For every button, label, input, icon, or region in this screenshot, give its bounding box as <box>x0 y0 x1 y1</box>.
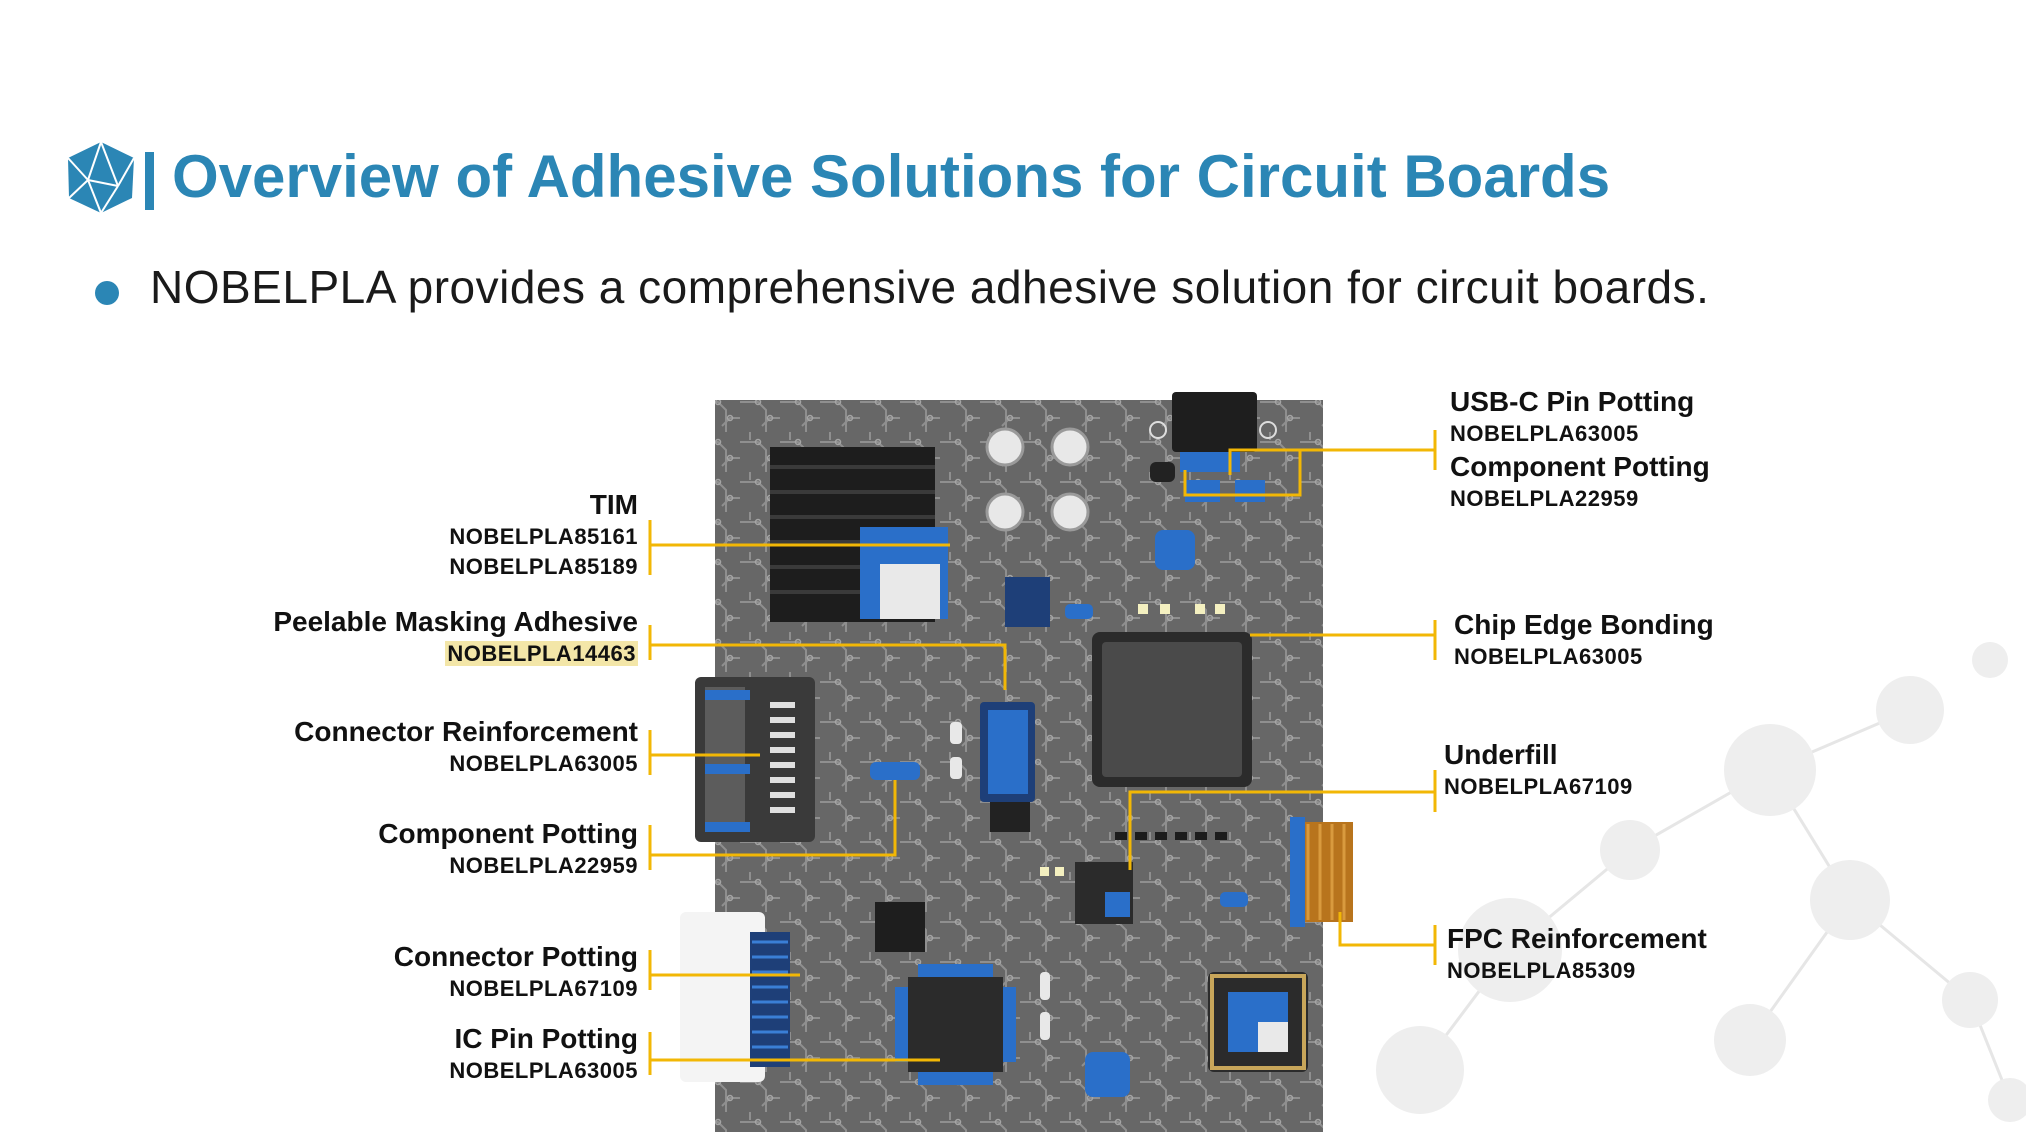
callout-name: Component Potting <box>1450 451 1710 482</box>
callout-name: USB-C Pin Potting <box>1450 386 1695 417</box>
callout-component-potting-left: Component Potting NOBELPLA22959 <box>378 817 638 881</box>
callout-code: NOBELPLA85189 <box>449 554 638 579</box>
callout-ic-pin-potting: IC Pin Potting NOBELPLA63005 <box>449 1022 638 1086</box>
callout-code: NOBELPLA67109 <box>449 976 638 1001</box>
callout-code: NOBELPLA67109 <box>1444 774 1633 799</box>
callout-code: NOBELPLA22959 <box>1450 486 1639 511</box>
callout-code: NOBELPLA22959 <box>449 853 638 878</box>
callout-code: NOBELPLA63005 <box>449 1058 638 1083</box>
callout-underfill: Underfill NOBELPLA67109 <box>1444 738 1633 802</box>
callout-connector-potting: Connector Potting NOBELPLA67109 <box>394 940 638 1004</box>
callout-code: NOBELPLA85161 <box>449 524 638 549</box>
callout-name: Connector Reinforcement <box>294 716 638 747</box>
callout-name: IC Pin Potting <box>454 1023 638 1054</box>
intro-text: NOBELPLA provides a comprehensive adhesi… <box>150 261 1710 313</box>
callout-component-potting-right: Component Potting NOBELPLA22959 <box>1450 450 1710 514</box>
callout-tim: TIM NOBELPLA85161 NOBELPLA85189 <box>449 488 638 582</box>
callout-connector-reinforcement: Connector Reinforcement NOBELPLA63005 <box>294 715 638 779</box>
circuit-board-image <box>680 392 1353 1132</box>
callout-code: NOBELPLA63005 <box>1454 644 1643 669</box>
bullet-icon <box>95 281 119 305</box>
callout-name: Connector Potting <box>393 941 638 972</box>
page-title: Overview of Adhesive Solutions for Circu… <box>172 143 1611 210</box>
molecule-background <box>1376 642 2026 1122</box>
callout-usbc-pin-potting: USB-C Pin Potting NOBELPLA63005 <box>1450 385 1694 449</box>
callout-name: TIM <box>589 489 638 520</box>
callout-code: NOBELPLA63005 <box>1450 421 1639 446</box>
callout-name: FPC Reinforcement <box>1447 923 1707 954</box>
callout-name: Underfill <box>1444 739 1558 770</box>
callout-name: Chip Edge Bonding <box>1454 609 1714 640</box>
callout-name: Component Potting <box>378 818 638 849</box>
logo-icon <box>67 141 135 214</box>
callout-code: NOBELPLA14463 <box>445 641 638 666</box>
title-accent-bar <box>145 152 154 210</box>
callout-name: Peelable Masking Adhesive <box>273 606 638 637</box>
callout-code: NOBELPLA85309 <box>1447 958 1636 983</box>
callout-fpc-reinforcement: FPC Reinforcement NOBELPLA85309 <box>1447 922 1707 986</box>
callout-code: NOBELPLA63005 <box>449 751 638 776</box>
callout-chip-edge-bonding: Chip Edge Bonding NOBELPLA63005 <box>1454 608 1714 672</box>
callout-peelable-masking: Peelable Masking Adhesive NOBELPLA14463 <box>273 605 638 669</box>
